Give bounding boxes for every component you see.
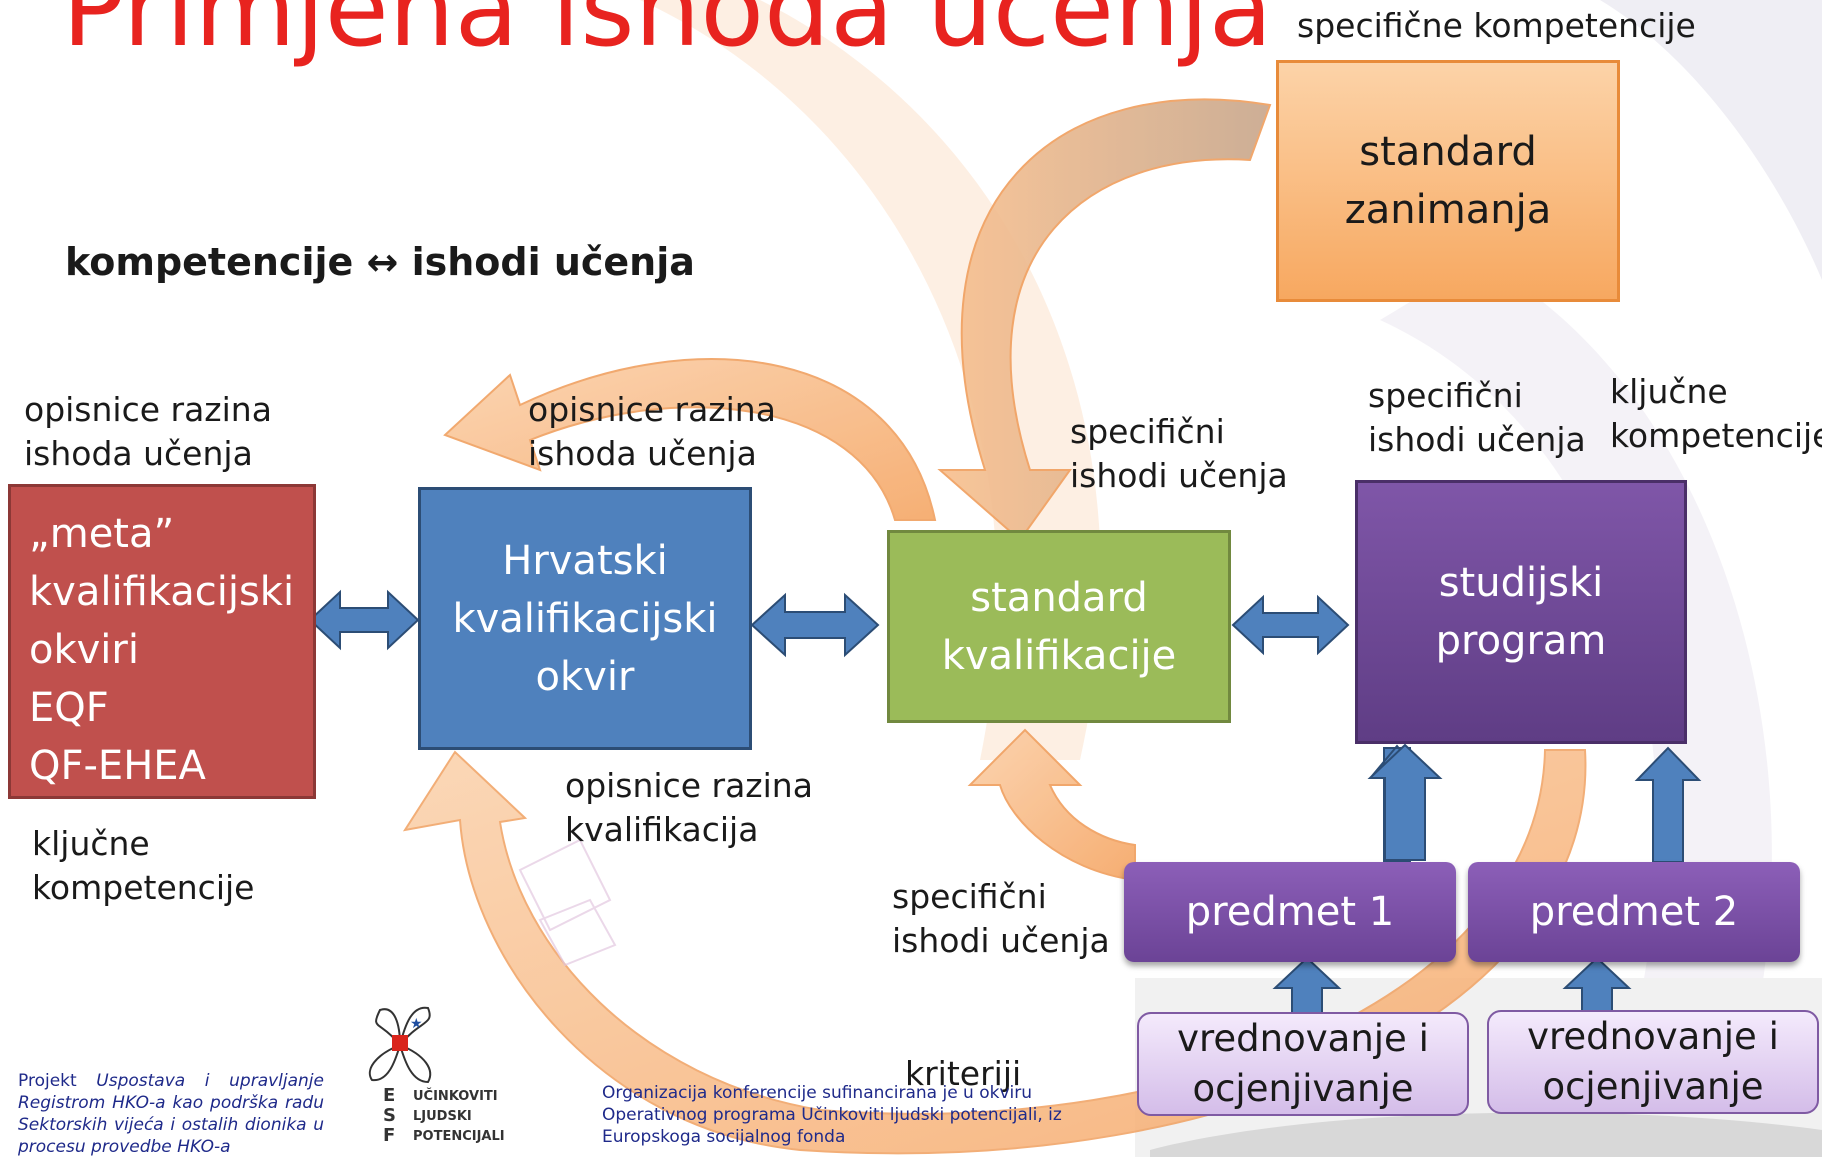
arrow-zanimanja-to-kvalifikacije bbox=[937, 98, 1272, 542]
label-opisnice-mid: opisnice razina ishoda učenja bbox=[528, 390, 776, 473]
box-standard-zanimanja: standard zanimanja bbox=[1276, 60, 1620, 302]
arrow-up-vred2 bbox=[1562, 956, 1632, 1017]
box-studijski-program-text: studijski program bbox=[1435, 560, 1607, 664]
box-standard-kvalifikacije: standard kvalifikacije bbox=[887, 530, 1231, 723]
box-predmet-1: predmet 1 bbox=[1124, 862, 1456, 962]
arrow-kvalifikacije-to-hko bbox=[443, 358, 937, 521]
label-opisnice-left: opisnice razina ishoda učenja bbox=[24, 390, 272, 473]
box-studijski-program: studijski program bbox=[1355, 480, 1687, 744]
label-specificni-iu-top: specifični ishodi učenja bbox=[1070, 412, 1288, 495]
box-vrednovanje-1: vrednovanje i ocjenjivanje bbox=[1137, 1012, 1469, 1116]
box-hko-text: Hrvatski kvalifikacijski okvir bbox=[452, 537, 718, 700]
footer-organizacija: Organizacija konferencije sufinancirana … bbox=[602, 1083, 1062, 1147]
box-vrednovanje-1-text: vrednovanje i ocjenjivanje bbox=[1177, 1017, 1429, 1110]
box-vrednovanje-2-text: vrednovanje i ocjenjivanje bbox=[1527, 1015, 1779, 1108]
box-standard-zanimanja-text: standard zanimanja bbox=[1344, 129, 1552, 233]
box-vrednovanje-2: vrednovanje i ocjenjivanje bbox=[1487, 1010, 1819, 1114]
footer-project-prefix: Projekt bbox=[18, 1071, 97, 1091]
arrow-up-vred1 bbox=[1272, 956, 1342, 1017]
box-predmet-1-text: predmet 1 bbox=[1185, 889, 1395, 935]
svg-text:★: ★ bbox=[410, 1015, 423, 1031]
box-predmet-2-text: predmet 2 bbox=[1529, 889, 1739, 935]
footer-project-italic: Uspostava i upravljanje Registrom HKO-a … bbox=[18, 1071, 324, 1157]
box-hko: Hrvatski kvalifikacijski okvir bbox=[418, 487, 752, 750]
box-meta-okviri-text: „meta” kvalifikacijski okviri EQF QF-EHE… bbox=[29, 511, 295, 789]
double-arrow-meta-hko bbox=[308, 589, 420, 651]
double-arrow-hko-standard bbox=[750, 592, 880, 658]
esf-text: UČINKOVITI LJUDSKI POTENCIJALI bbox=[413, 1089, 505, 1144]
esf-logo-icon: ★ bbox=[368, 1006, 432, 1084]
subtitle: kompetencije ↔ ishodi učenja bbox=[65, 240, 695, 284]
page-title: Primjena ishoda učenja bbox=[62, 0, 1273, 70]
double-arrow-standard-program bbox=[1231, 594, 1350, 656]
esf-letters: E S F bbox=[383, 1085, 396, 1146]
box-meta-okviri: „meta” kvalifikacijski okviri EQF QF-EHE… bbox=[8, 484, 316, 799]
label-opisnice-kvalifikacija: opisnice razina kvalifikacija bbox=[565, 766, 813, 849]
label-specificne-kompetencije: specifične kompetencije bbox=[1297, 6, 1696, 45]
label-kljucne-right: ključne kompetencije bbox=[1610, 372, 1822, 455]
box-predmet-2: predmet 2 bbox=[1468, 862, 1800, 962]
box-standard-kvalifikacije-text: standard kvalifikacije bbox=[941, 574, 1177, 679]
footer-project-text: Projekt Uspostava i upravljanje Registro… bbox=[18, 1070, 324, 1158]
label-specificni-iu-bottom: specifični ishodi učenja bbox=[892, 877, 1110, 960]
arrow-up-predmet1-left bbox=[1367, 743, 1443, 861]
arrow-predmet-to-kvalifikacije bbox=[967, 728, 1136, 882]
label-specificni-iu-right: specifični ishodi učenja bbox=[1368, 376, 1586, 459]
label-kljucne-left: ključne kompetencije bbox=[32, 824, 255, 907]
label-kriteriji: kriteriji bbox=[905, 1054, 1022, 1093]
arrow-up-predmet2 bbox=[1634, 746, 1702, 863]
